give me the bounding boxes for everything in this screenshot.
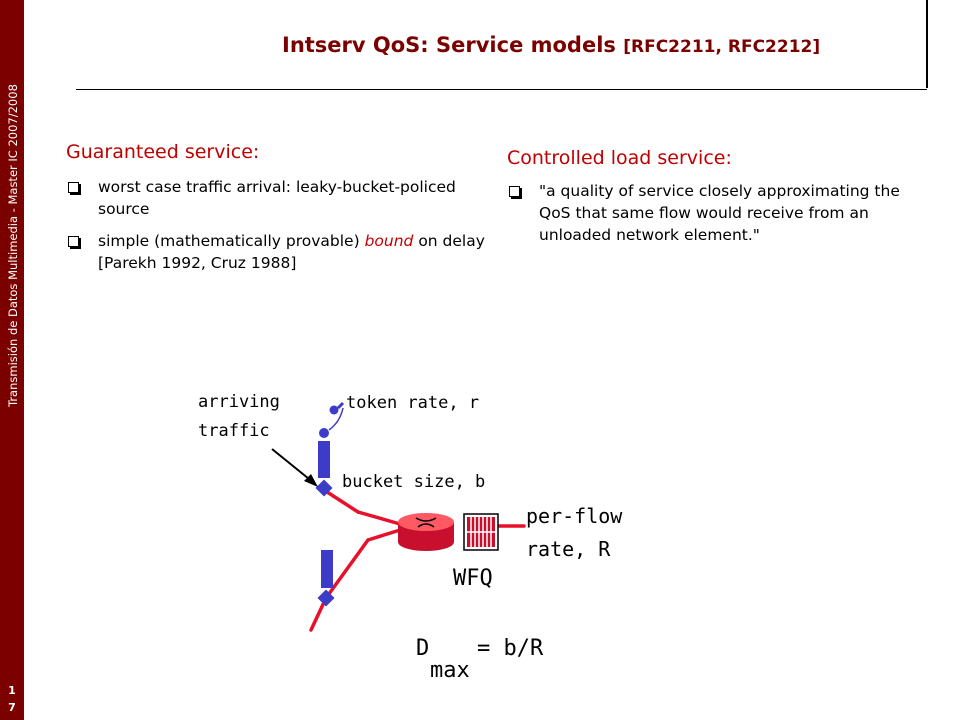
delay-formula-value: = b/R <box>477 636 544 661</box>
delay-formula-d: D <box>416 636 430 661</box>
token-arrow-icon <box>336 401 345 410</box>
lower-feed-link <box>324 538 370 600</box>
list-item: worst case traffic arrival: leaky-bucket… <box>68 176 486 220</box>
lower-router-link <box>366 528 402 542</box>
per-flow-label: per-flow <box>526 504 623 528</box>
token-icon <box>319 428 329 438</box>
checkbox-bullet-icon <box>68 182 79 193</box>
link-lines <box>309 488 526 632</box>
wfq-queue-icon <box>463 513 499 551</box>
guaranteed-service-list: worst case traffic arrival: leaky-bucket… <box>68 176 486 284</box>
delay-formula-subscript: max <box>430 658 470 683</box>
bucket-icon <box>321 550 333 588</box>
upper-router-link <box>356 510 402 526</box>
sidebar: Transmisión de Datos Multimedia - Master… <box>0 0 24 720</box>
checkbox-bullet-icon <box>509 186 520 197</box>
list-item: "a quality of service closely approximat… <box>509 180 929 246</box>
title-underline <box>76 89 927 90</box>
bullet-text: worst case traffic arrival: leaky-bucket… <box>98 178 456 218</box>
policer-diamond-icon <box>315 479 333 497</box>
controlled-load-list: "a quality of service closely approximat… <box>509 180 929 256</box>
wfq-label: WFQ <box>453 566 493 591</box>
list-item: simple (mathematically provable) bound o… <box>68 230 486 274</box>
slide-number-digit: 7 <box>8 701 16 714</box>
bucket-size-label: bucket size, b <box>342 472 486 492</box>
upper-feed-link <box>322 488 360 514</box>
arriving-label: arriving <box>198 392 280 412</box>
token-flow-arrow-icon <box>328 407 344 431</box>
token-rate-label: token rate, r <box>346 393 480 413</box>
slide-title: Intserv QoS: Service models [RFC2211, RF… <box>282 33 820 57</box>
slide-title-reference: [RFC2211, RFC2212] <box>623 37 821 57</box>
token-icon <box>329 405 339 415</box>
guaranteed-service-heading: Guaranteed service: <box>66 141 260 163</box>
slide-title-main: Intserv QoS: Service models <box>282 33 624 57</box>
bullet-text-after: on delay [Parekh 1992, Cruz 1988] <box>98 232 485 272</box>
arrowhead-icon <box>304 474 318 487</box>
bucket-icon <box>318 441 330 478</box>
bullet-emphasis: bound <box>364 232 414 250</box>
policer-diamond-icon <box>317 589 335 607</box>
checkbox-bullet-icon <box>68 236 79 247</box>
bullet-text: "a quality of service closely approximat… <box>539 182 900 244</box>
controlled-load-heading: Controlled load service: <box>507 147 732 169</box>
title-vertical-rule <box>926 0 928 88</box>
rate-label: rate, R <box>526 537 611 561</box>
arrival-arrow-icon <box>271 448 315 484</box>
slide-number-digit: 1 <box>8 684 16 697</box>
traffic-label: traffic <box>198 421 270 441</box>
bullet-text-before: simple (mathematically provable) <box>98 232 365 250</box>
router-icon <box>398 513 454 551</box>
